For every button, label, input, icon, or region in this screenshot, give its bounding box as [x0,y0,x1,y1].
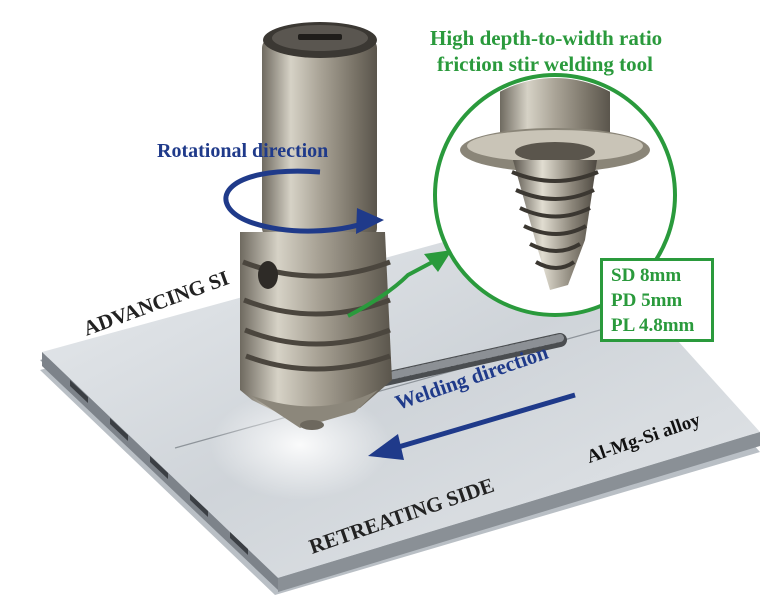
rotational-direction-label: Rotational direction [157,140,329,162]
rotation-arrow [223,168,384,234]
threaded-pin [511,160,599,290]
spec-pin-diameter: PD 5mm [611,290,683,311]
tool-title-line-1: High depth-to-width ratio [430,26,663,50]
tool-title-line-2: friction stir welding tool [437,52,654,76]
tool-spec-box: SD 8mm PD 5mm PL 4.8mm [600,258,714,342]
spec-shoulder-diameter: SD 8mm [611,265,682,286]
plate-highlight [210,390,390,500]
welding-direction-arrow [368,392,576,460]
spec-pin-length: PL 4.8mm [611,315,695,336]
zoom-circle [433,73,677,317]
plate-slots [70,380,248,555]
welding-tool [240,22,392,430]
callout-arrow [347,250,452,318]
